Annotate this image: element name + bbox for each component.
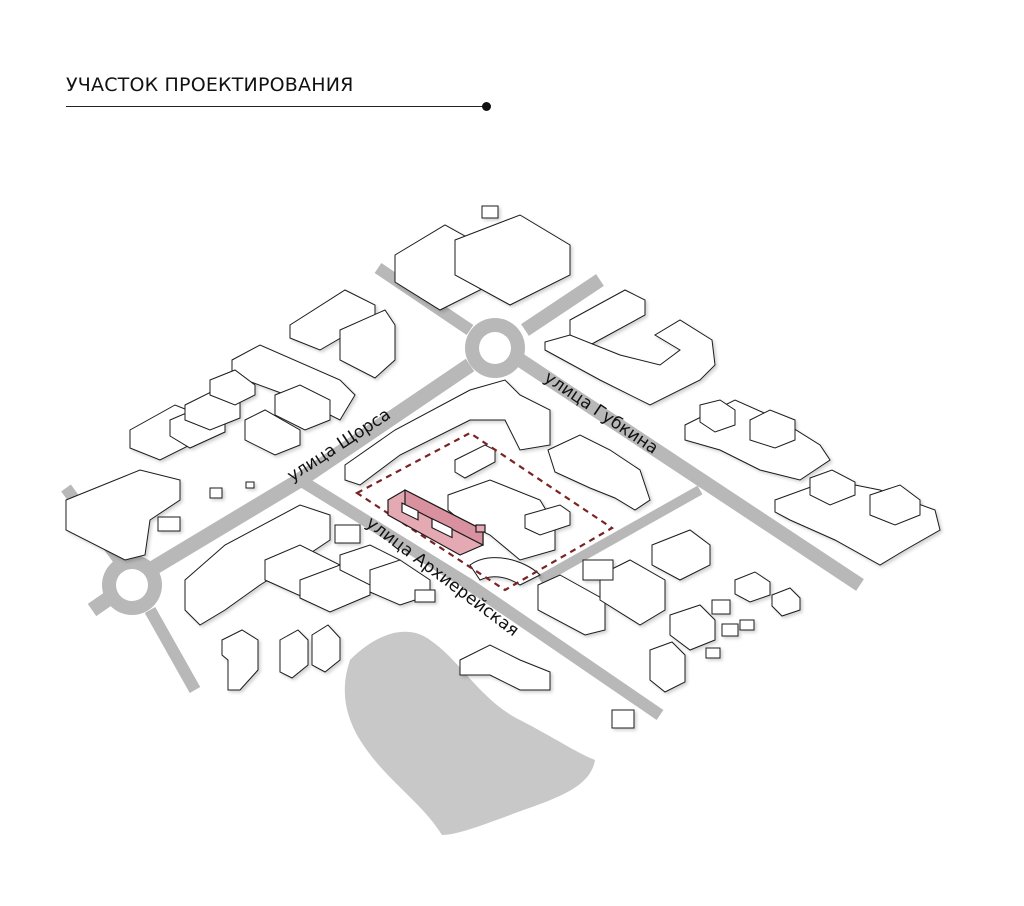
road-arkhiereyskaya [296, 474, 664, 720]
building [739, 619, 755, 631]
road-cross [537, 485, 703, 585]
roundabout-upper [465, 318, 525, 378]
building [459, 644, 551, 691]
building [649, 641, 686, 693]
building [481, 205, 499, 219]
roundabout-lower [102, 555, 162, 615]
building [244, 409, 301, 456]
water-area [344, 631, 595, 835]
page-title: УЧАСТОК ПРОЕКТИРОВАНИЯ [66, 74, 354, 96]
building [279, 629, 309, 679]
building [274, 384, 331, 431]
building [669, 604, 716, 651]
buildings [65, 205, 941, 729]
building [245, 481, 255, 489]
site-boundary-dashed [354, 431, 615, 592]
building [651, 529, 711, 581]
building [749, 409, 796, 449]
building [454, 214, 571, 306]
road-south [144, 607, 201, 693]
building [544, 319, 716, 406]
building [524, 504, 571, 536]
building [734, 571, 771, 603]
building [711, 599, 731, 615]
building [334, 524, 361, 544]
building [311, 624, 341, 673]
building [599, 559, 666, 626]
building [414, 589, 436, 603]
building [611, 709, 635, 729]
building [721, 623, 739, 637]
project-building-highlight [387, 489, 486, 556]
building [809, 469, 856, 506]
building [65, 469, 181, 561]
building [869, 484, 921, 526]
building [344, 379, 551, 486]
road-gubkina [516, 354, 864, 591]
building [469, 557, 541, 586]
building [705, 647, 721, 659]
building [582, 559, 614, 581]
building [209, 487, 223, 499]
building [221, 629, 259, 691]
title-underline-dot [482, 102, 491, 111]
building [209, 369, 256, 406]
building [157, 516, 181, 532]
road-ne [521, 274, 604, 336]
building [771, 587, 801, 617]
title-underline [66, 106, 486, 107]
building [339, 309, 396, 379]
building [537, 574, 606, 636]
building [699, 399, 736, 433]
building [454, 444, 496, 479]
building [547, 434, 651, 511]
